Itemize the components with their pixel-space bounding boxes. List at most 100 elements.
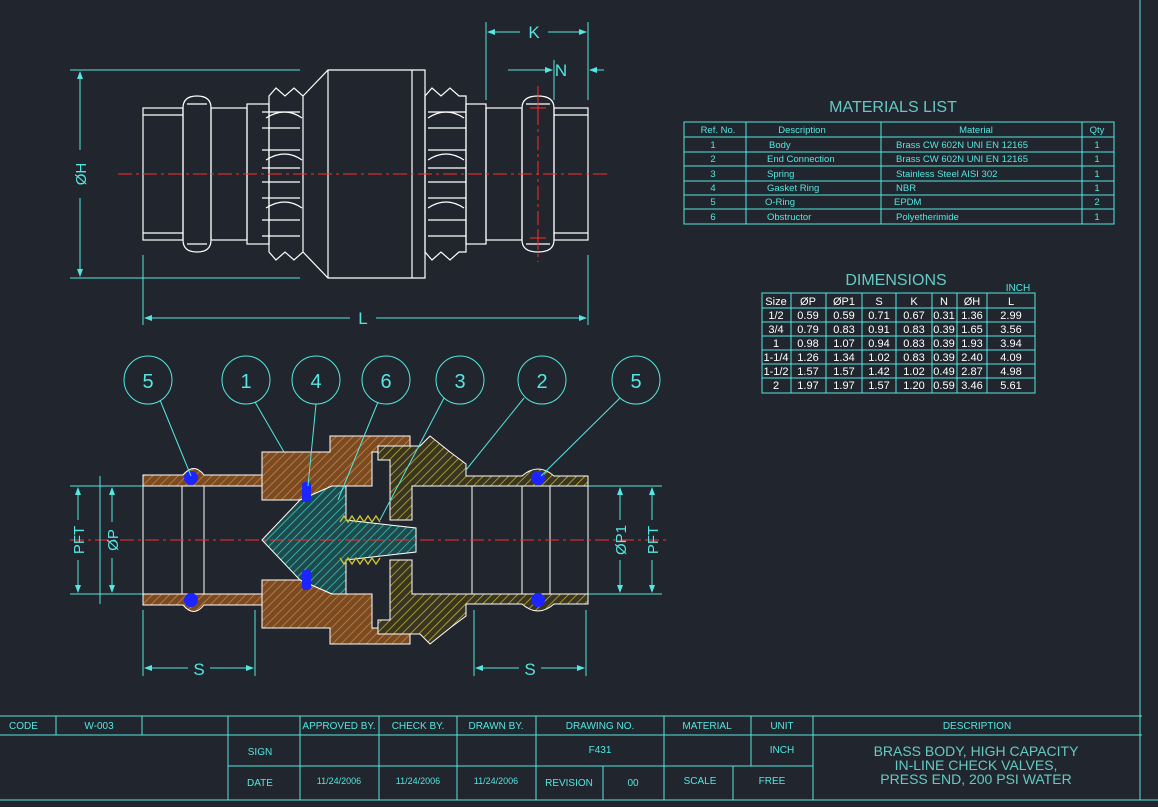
press-marks: [530, 100, 546, 246]
dimensions-cell: 3.94: [1000, 338, 1021, 350]
balloon-label: 5: [142, 371, 153, 393]
balloon-2: 2: [517, 355, 567, 405]
dim-label-pft-right: PFT: [645, 526, 662, 554]
sign-label: SIGN: [248, 747, 272, 758]
code-label: CODE: [9, 721, 38, 732]
top-view-dimensions: [70, 22, 604, 325]
dimensions-header: Size: [765, 296, 786, 308]
date-label: DATE: [247, 778, 273, 789]
valve-body-section: [261, 435, 411, 501]
dimensions-cell: 3.56: [1000, 324, 1021, 336]
materials-header-ref: Ref. No.: [701, 125, 736, 136]
description-line-2: IN-LINE CHECK VALVES,: [895, 757, 1058, 773]
dimensions-cell: 0.59: [933, 380, 954, 392]
dimensions-cell: 1.42: [868, 366, 889, 378]
scale-value: FREE: [759, 776, 786, 787]
materials-cell: 1: [1094, 183, 1099, 194]
end-connection-section: [377, 435, 589, 521]
revision-value: 00: [627, 778, 639, 789]
materials-cell: NBR: [896, 183, 916, 194]
end-connection-section-bottom: [377, 559, 589, 645]
materials-cell: O-Ring: [765, 197, 795, 208]
drawing-no-value: F431: [589, 745, 612, 756]
spring-section: [339, 514, 381, 566]
dimensions-cell: 0.59: [797, 310, 818, 322]
balloon-6: 6: [361, 355, 411, 405]
dimensions-cell: 0.59: [833, 310, 854, 322]
dimensions-cell: 4.09: [1000, 352, 1021, 364]
dimensions-cell: 0.67: [903, 310, 924, 322]
dim-label-h: ØH: [73, 163, 90, 186]
dimensions-cell: 1-1/2: [763, 366, 788, 378]
dimensions-cell: 0.71: [868, 310, 889, 322]
left-pipe-wall-bottom: [142, 593, 263, 612]
dim-label-s-left: S: [193, 660, 204, 679]
dimensions-cell: 0.31: [933, 310, 954, 322]
description-line-1: BRASS BODY, HIGH CAPACITY: [874, 743, 1080, 759]
dimensions-cell: 0.83: [903, 338, 924, 350]
materials-header-description: Description: [778, 125, 826, 136]
dimensions-cell: 3.46: [961, 380, 982, 392]
top-view-centerlines: [118, 86, 610, 262]
dimensions-cell: 2: [773, 380, 779, 392]
materials-cell: 2: [710, 154, 715, 165]
dimensions-cell: 0.83: [833, 324, 854, 336]
dimensions-header: N: [940, 296, 948, 308]
dimensions-cell: 2.87: [961, 366, 982, 378]
materials-cell: Obstructor: [767, 212, 811, 223]
dimensions-cell: 1.57: [797, 366, 818, 378]
dimensions-cell: 1.26: [797, 352, 818, 364]
dim-label-pft-left: PFT: [71, 526, 88, 554]
balloon-5-right: 5: [611, 355, 661, 405]
materials-cell: EPDM: [894, 197, 922, 208]
materials-cell: Brass CW 602N UNI EN 12165: [896, 140, 1028, 151]
dimensions-header: S: [875, 296, 882, 308]
material-label: MATERIAL: [682, 721, 732, 732]
dimensions-cell: 1.57: [868, 380, 889, 392]
dimensions-header: ØH: [964, 296, 981, 308]
dimensions-cell: 4.98: [1000, 366, 1021, 378]
description-line-3: PRESS END, 200 PSI WATER: [880, 771, 1071, 787]
balloon-label: 4: [310, 371, 321, 393]
dimensions-cell: 2.40: [961, 352, 982, 364]
balloon-label: 1: [240, 371, 251, 393]
dimensions-title: DIMENSIONS: [845, 272, 946, 289]
materials-cell: End Connection: [767, 154, 835, 165]
materials-list-title: MATERIALS LIST: [829, 99, 957, 116]
dimensions-header: ØP1: [833, 296, 855, 308]
unit-value: INCH: [770, 745, 794, 756]
dim-label-n: N: [555, 61, 567, 80]
dimensions-cell: 5.61: [1000, 380, 1021, 392]
materials-cell: 4: [710, 183, 715, 194]
dimensions-cell: 0.39: [933, 352, 954, 364]
section-dimensions: [70, 476, 662, 676]
dim-label-p1: ØP1: [613, 525, 630, 555]
dimensions-cell: 1/2: [768, 310, 783, 322]
materials-cell: 5: [710, 197, 715, 208]
dimensions-cell: 1.57: [833, 366, 854, 378]
balloon-label: 6: [380, 371, 391, 393]
balloon-4: 4: [291, 355, 341, 405]
balloon-leaders: [159, 397, 621, 521]
dimensions-cell: 1.02: [903, 366, 924, 378]
materials-cell: 1: [710, 140, 715, 151]
dimensions-cell: 0.79: [797, 324, 818, 336]
dimensions-cell: 1.93: [961, 338, 982, 350]
dimensions-cell: 1.97: [797, 380, 818, 392]
date-check: 11/24/2006: [396, 776, 440, 786]
balloons: 5 1 4 6 3 2 5: [123, 355, 661, 405]
o-ring-left-top: [184, 471, 198, 485]
dimensions-cell: 0.39: [933, 338, 954, 350]
dimensions-cell: 1.20: [903, 380, 924, 392]
materials-header-qty: Qty: [1090, 125, 1105, 136]
materials-cell: 2: [1094, 197, 1099, 208]
materials-cell: 1: [1094, 169, 1099, 180]
top-view-dim-labels: K N ØH L: [73, 23, 567, 328]
dimensions-header: K: [910, 296, 918, 308]
balloon-label: 3: [454, 371, 465, 393]
dim-label-p: ØP: [105, 529, 122, 551]
gasket-ring-bottom: [302, 570, 311, 590]
revision-label: REVISION: [545, 778, 593, 789]
